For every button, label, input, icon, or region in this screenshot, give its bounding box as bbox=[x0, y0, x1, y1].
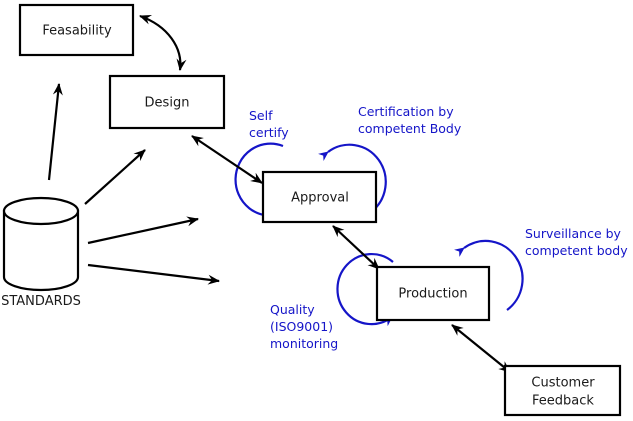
connector-standards-feasability bbox=[47, 83, 63, 181]
node-approval-label: Approval bbox=[291, 191, 349, 206]
connector-production-customer-feedback bbox=[451, 324, 511, 373]
annotation-quality-line2: (ISO9001) bbox=[270, 319, 333, 334]
connector-standards-design bbox=[84, 149, 146, 205]
node-customer-feedback-label-line1: Customer bbox=[531, 376, 595, 391]
datastore-standards[interactable]: STANDARDS bbox=[1, 196, 81, 309]
connector-standards-approval bbox=[87, 216, 199, 245]
node-production-label: Production bbox=[398, 287, 467, 302]
datastore-standards-label: STANDARDS bbox=[1, 294, 81, 309]
connector-standards-production bbox=[87, 263, 220, 285]
annotation-self-certify-line2: certify bbox=[249, 125, 289, 140]
annotation-certification-line1: Certification by bbox=[358, 104, 454, 119]
annotation-surveillance-line2: competent body bbox=[525, 243, 628, 258]
node-customer-feedback[interactable]: Customer Feedback bbox=[503, 364, 622, 417]
connector-approval-production bbox=[332, 225, 380, 270]
annotation-self-certify-line1: Self bbox=[249, 108, 273, 123]
node-feasability[interactable]: Feasability bbox=[18, 3, 135, 57]
annotation-self-certify: Self certify bbox=[249, 108, 289, 140]
loop-surveillance-by-competent-body bbox=[454, 239, 524, 311]
connector-design-approval bbox=[191, 135, 263, 184]
annotation-quality-iso9001-monitoring: Quality (ISO9001) monitoring bbox=[270, 302, 338, 351]
node-design-label: Design bbox=[145, 96, 190, 111]
node-customer-feedback-label-line2: Feedback bbox=[532, 394, 594, 409]
node-design[interactable]: Design bbox=[108, 74, 226, 130]
node-feasability-label: Feasability bbox=[42, 24, 112, 39]
node-approval[interactable]: Approval bbox=[261, 170, 378, 224]
annotation-certification-line2: competent Body bbox=[358, 121, 462, 136]
annotation-surveillance-line1: Surveillance by bbox=[525, 226, 622, 241]
connector-feasability-design bbox=[139, 14, 187, 71]
loop-certification-by-competent-body bbox=[318, 143, 387, 213]
node-production[interactable]: Production bbox=[375, 265, 491, 322]
annotation-certification-by-competent-body: Certification by competent Body bbox=[358, 104, 462, 136]
annotation-quality-line3: monitoring bbox=[270, 336, 338, 351]
annotation-quality-line1: Quality bbox=[270, 302, 315, 317]
annotation-surveillance-by-competent-body: Surveillance by competent body bbox=[525, 226, 628, 258]
